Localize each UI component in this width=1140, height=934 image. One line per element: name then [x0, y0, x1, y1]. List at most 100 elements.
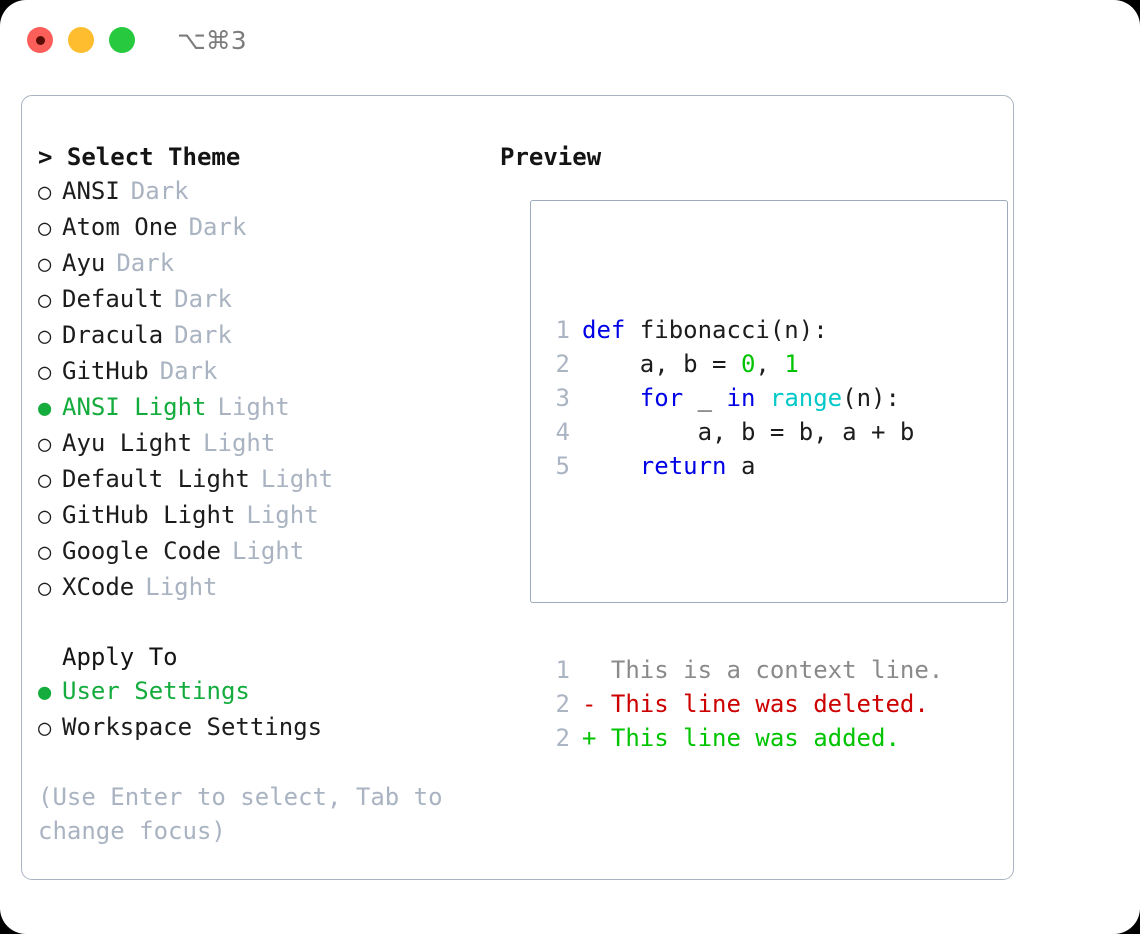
code-token: 1 [784, 350, 799, 378]
theme-option-label: Ayu Light [62, 429, 193, 457]
apply-to-heading: Apply To [62, 643, 178, 671]
code-token [582, 452, 640, 480]
diff-marker: - [582, 690, 611, 718]
radio-unselected-icon: ○ [38, 324, 52, 349]
maximize-button[interactable] [109, 27, 135, 53]
radio-unselected-icon: ○ [38, 432, 52, 457]
diff-line: 2- This line was deleted. [548, 687, 943, 721]
theme-option-label: Atom One [62, 213, 178, 241]
diff-line: 1 This is a context line. [548, 653, 944, 687]
theme-option-label: ANSI Light [62, 393, 207, 421]
line-number: 1 [555, 316, 570, 344]
code-token: fibonacci(n): [625, 316, 828, 344]
code-token: in [726, 384, 756, 412]
code-diff-spacer [548, 551, 943, 585]
code-token: a [726, 452, 756, 480]
radio-unselected-icon: ○ [38, 576, 52, 601]
line-number: 1 [555, 656, 570, 684]
theme-option-badge: Light [260, 465, 334, 493]
keyboard-shortcut-label: ⌥⌘3 [177, 25, 247, 55]
line-number: 2 [555, 350, 570, 378]
theme-option-label: Ayu [62, 249, 106, 277]
code-token [582, 384, 640, 412]
theme-option-ansi[interactable]: ○ ANSI Dark [38, 174, 498, 210]
theme-option-ayu-light[interactable]: ○ Ayu Light Light [38, 426, 498, 462]
theme-option-badge: Light [246, 501, 319, 529]
theme-option-ayu[interactable]: ○ Ayu Dark [38, 246, 498, 282]
theme-option-badge: Light [145, 573, 218, 601]
line-number: 2 [555, 724, 570, 752]
code-token: def [582, 316, 626, 344]
radio-unselected-icon: ○ [38, 504, 52, 529]
theme-option-badge: Dark [130, 177, 189, 205]
apply-to-list[interactable]: ● User Settings ○ Workspace Settings [38, 674, 498, 746]
theme-option-github[interactable]: ○ GitHub Dark [38, 354, 498, 390]
code-token: return [639, 452, 727, 480]
list-spacer [38, 606, 498, 640]
radio-unselected-icon: ○ [38, 540, 52, 565]
theme-option-xcode[interactable]: ○ XCode Light [38, 570, 498, 606]
diff-sample: 1 This is a context line.2- This line wa… [548, 653, 944, 755]
theme-option-label: GitHub [62, 357, 149, 385]
theme-option-label: GitHub Light [62, 501, 236, 529]
radio-selected-icon: ● [38, 680, 52, 705]
apply-to-option-workspace-settings[interactable]: ○ Workspace Settings [38, 710, 498, 746]
theme-option-badge: Dark [159, 357, 218, 385]
diff-text: This line was deleted. [610, 690, 929, 718]
diff-marker [582, 656, 611, 684]
theme-option-badge: Dark [116, 249, 175, 277]
code-line: 4 a, b = b, a + b [548, 415, 943, 449]
theme-option-label: Default [62, 285, 164, 313]
code-line: 2 a, b = 0, 1 [548, 347, 943, 381]
line-number: 4 [555, 418, 570, 446]
radio-unselected-icon: ○ [38, 716, 52, 741]
code-token: a, b = b, a + b [582, 418, 915, 446]
theme-option-label: Google Code [62, 537, 221, 565]
apply-to-option-label: User Settings [62, 677, 250, 705]
theme-option-badge: Dark [188, 213, 247, 241]
code-token: range [769, 384, 843, 412]
code-token: , [755, 350, 785, 378]
line-number: 2 [555, 690, 570, 718]
theme-option-label: ANSI [62, 177, 120, 205]
diff-text: This line was added. [610, 724, 900, 752]
code-token: 0 [740, 350, 756, 378]
radio-unselected-icon: ○ [38, 180, 52, 205]
diff-line: 2+ This line was added. [548, 721, 943, 755]
apply-to-option-label: Workspace Settings [62, 713, 323, 741]
title-bar: ⌥⌘3 [0, 0, 1140, 80]
theme-option-badge: Light [203, 429, 276, 457]
radio-unselected-icon: ○ [38, 468, 52, 493]
code-line: 3 for _ in range(n): [548, 381, 943, 415]
theme-option-label: XCode [62, 573, 135, 601]
theme-option-default-light[interactable]: ○ Default Light Light [38, 462, 498, 498]
code-token: a, b = [582, 350, 741, 378]
close-button[interactable] [27, 27, 53, 53]
preview-heading: Preview [500, 143, 602, 171]
radio-selected-icon: ● [38, 396, 52, 421]
code-token: _ [683, 384, 727, 412]
radio-unselected-icon: ○ [38, 252, 52, 277]
diff-text: This is a context line. [610, 656, 944, 684]
apply-to-option-user-settings[interactable]: ● User Settings [38, 674, 498, 710]
code-token [755, 384, 769, 412]
theme-option-label: Default Light [62, 465, 250, 493]
theme-option-badge: Dark [174, 285, 232, 313]
theme-option-google-code[interactable]: ○ Google Code Light [38, 534, 498, 570]
theme-option-badge: Light [231, 537, 305, 565]
radio-unselected-icon: ○ [38, 360, 52, 385]
theme-option-github-light[interactable]: ○ GitHub Light Light [38, 498, 498, 534]
minimize-button[interactable] [68, 27, 94, 53]
code-token: for [639, 384, 684, 412]
